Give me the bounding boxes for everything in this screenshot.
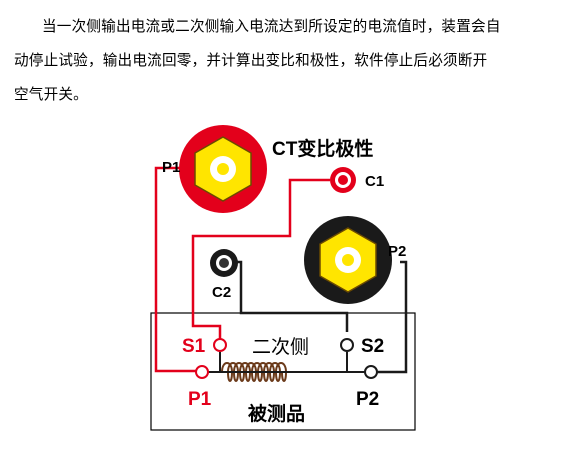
s1-terminal xyxy=(213,338,227,352)
label-p1-bottom: P1 xyxy=(188,389,212,410)
paragraph-line-1: 当一次侧输出电流或二次侧输入电流达到所设定的电流值时，装置会自 xyxy=(42,18,501,35)
label-p1-top: P1 xyxy=(162,159,180,176)
label-dut: 被测品 xyxy=(248,402,305,425)
paragraph-line-2: 动停止试验，输出电流回零，并计算出变比和极性，软件停止后必须断开 xyxy=(14,52,488,69)
label-c1: C1 xyxy=(365,173,384,190)
p1-red-terminal xyxy=(179,125,267,213)
p1-red-wire xyxy=(154,166,200,373)
p2-black-wire xyxy=(375,260,408,374)
paragraph-line-3: 空气开关。 xyxy=(14,86,88,103)
label-p2-top: P2 xyxy=(388,243,406,260)
c1-red-terminal xyxy=(330,167,356,193)
label-secondary-side: 二次侧 xyxy=(252,336,309,358)
p2-black-terminal xyxy=(304,216,392,304)
p1-bottom-terminal xyxy=(195,365,209,379)
s2-terminal xyxy=(340,338,354,352)
label-c2: C2 xyxy=(212,284,231,301)
label-s2: S2 xyxy=(361,336,384,357)
label-s1: S1 xyxy=(182,336,206,357)
description-paragraph: 当一次侧输出电流或二次侧输入电流达到所设定的电流值时，装置会自 动停止试验，输出… xyxy=(14,10,562,112)
p2-bottom-terminal xyxy=(364,365,378,379)
c2-black-terminal xyxy=(210,249,238,277)
c1-red-wire xyxy=(191,178,330,342)
diagram-title: CT变比极性 xyxy=(272,137,373,160)
label-p2-bottom: P2 xyxy=(356,389,379,410)
